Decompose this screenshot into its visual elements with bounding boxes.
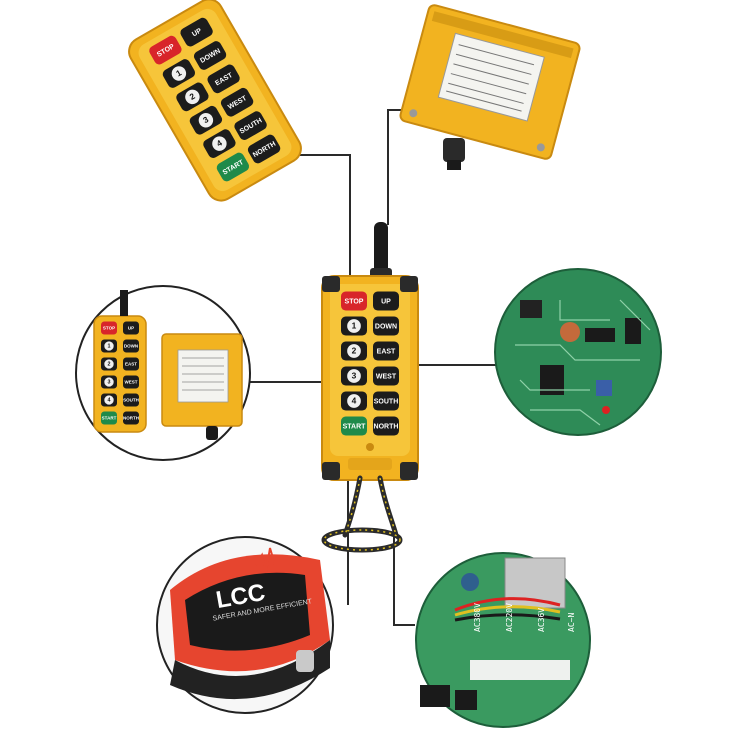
top-left-remote-button-number-badge bbox=[198, 113, 214, 128]
left-circle-remote-button-label: 2 bbox=[108, 362, 111, 368]
right-circle-pcb bbox=[494, 268, 662, 436]
top-left-remote-button-north bbox=[247, 134, 281, 164]
bottom-right-circle-pcb bbox=[415, 552, 591, 728]
center-remote-button-start bbox=[341, 416, 367, 436]
center-remote-button-label: 1 bbox=[352, 320, 357, 330]
top-left-remote-button-number-badge bbox=[185, 89, 200, 105]
top-left-remote-button-label: 3 bbox=[201, 114, 210, 125]
pcb-label-ac380v: AC380V bbox=[473, 603, 482, 632]
center-remote-button-west bbox=[373, 366, 399, 386]
top-left-remote-button-east bbox=[207, 64, 240, 94]
top-left-remote-button-number-badge bbox=[171, 66, 187, 81]
center-remote-button-label: 2 bbox=[352, 345, 357, 355]
bottom-left-circle-lcc bbox=[156, 536, 334, 714]
left-circle-remote-button-label: UP bbox=[128, 326, 134, 331]
pcb-label-ac220v: AC220V bbox=[505, 603, 514, 632]
left-circle-remote-button-south bbox=[123, 393, 139, 407]
center-remote-button-label: 3 bbox=[352, 370, 357, 380]
center-remote-button-label: 4 bbox=[352, 395, 357, 405]
top-left-remote-button-start bbox=[216, 152, 250, 182]
center-remote-button-number-badge bbox=[347, 394, 361, 408]
top-left-remote-button-up bbox=[180, 17, 213, 47]
center-remote-button-label: WEST bbox=[376, 373, 397, 380]
left-circle-remote-button-east bbox=[123, 357, 139, 371]
left-circle-remote-button-label: 4 bbox=[108, 398, 111, 404]
left-circle-remote-button-west bbox=[123, 375, 139, 389]
left-circle-remote-button-label: 1 bbox=[108, 344, 111, 350]
center-remote-button-stop bbox=[341, 291, 367, 311]
top-left-remote-button-label: UP bbox=[191, 27, 203, 38]
center-remote: STOP UP 1 DOWN 2 EAST 3 WEST 4 SOUTH START NORTH bbox=[321, 275, 419, 481]
top-left-remote-button-stop bbox=[149, 35, 182, 65]
center-remote-button-south bbox=[373, 391, 399, 411]
pcb-label-ac36v: AC36V bbox=[537, 607, 546, 632]
center-remote-button-up bbox=[373, 291, 399, 311]
center-remote-button-number-badge bbox=[347, 344, 361, 358]
left-circle-remote-button-label: 3 bbox=[108, 380, 111, 386]
left-circle-remote-button-start bbox=[101, 411, 117, 425]
center-remote-button-north bbox=[373, 416, 399, 436]
left-circle-remote-button-down bbox=[123, 339, 139, 353]
center-remote-button-east bbox=[373, 341, 399, 361]
center-remote-button-number-badge bbox=[347, 319, 361, 333]
left-circle-remote-button-label: STOP bbox=[103, 326, 115, 331]
left-circle-remote-button-number-badge bbox=[104, 395, 114, 405]
left-circle-remote-button-label: SOUTH bbox=[123, 398, 139, 403]
lanyard-accents bbox=[323, 477, 401, 551]
left-circle-remote-button-label: WEST bbox=[125, 380, 138, 385]
top-left-remote-button-number-badge bbox=[212, 136, 227, 151]
receiver-box bbox=[399, 4, 581, 160]
top-left-remote-button-down bbox=[193, 41, 227, 70]
top-left-remote-button-label: 1 bbox=[174, 67, 183, 78]
center-remote-button-down bbox=[373, 316, 399, 336]
left-circle-remote-button-up bbox=[123, 321, 139, 335]
antenna bbox=[370, 222, 392, 282]
receiver-cable-gland bbox=[443, 138, 465, 170]
left-circle-remote-button-label: NORTH bbox=[123, 416, 139, 421]
left-circle-remote-button-number-badge bbox=[104, 341, 114, 351]
center-remote-button-number-badge bbox=[347, 369, 361, 383]
center-remote-button-label: STOP bbox=[345, 298, 364, 305]
center-remote-button-label: DOWN bbox=[375, 323, 397, 330]
center-remote-button-label: UP bbox=[381, 298, 391, 305]
left-circle-remote-button-north bbox=[123, 411, 139, 425]
center-remote-button-label: EAST bbox=[377, 348, 396, 355]
left-circle-remote-button-stop bbox=[101, 321, 117, 335]
left-circle-remote-button-label: START bbox=[102, 416, 117, 421]
center-remote-button-label: START bbox=[343, 423, 367, 430]
top-left-remote-button-label: 4 bbox=[215, 138, 224, 149]
pcb-label-acn: AC~N bbox=[567, 612, 576, 632]
left-circle-detail: STOP UP 1 DOWN 2 EAST 3 WEST 4 SOUTH START NORTH bbox=[75, 285, 251, 461]
left-circle-remote-button-number-badge bbox=[104, 377, 114, 387]
top-left-remote-button-west bbox=[220, 87, 254, 117]
left-circle-remote-button-number-badge bbox=[104, 359, 114, 369]
left-circle-remote-button-label: DOWN bbox=[124, 344, 138, 349]
left-circle-remote-button-label: EAST bbox=[125, 362, 137, 367]
center-remote-button-label: NORTH bbox=[374, 423, 399, 430]
top-left-remote-button-label: 2 bbox=[188, 91, 197, 102]
top-left-remote-button-south bbox=[234, 111, 267, 140]
center-remote-button-label: SOUTH bbox=[374, 398, 399, 405]
